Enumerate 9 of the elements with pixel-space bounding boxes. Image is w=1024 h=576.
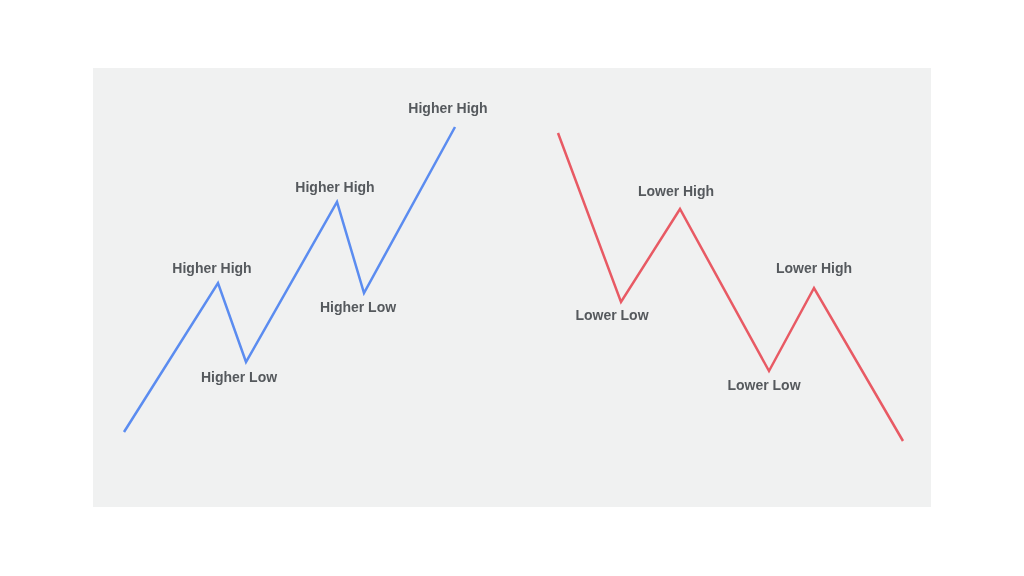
point-label: Lower High	[775, 259, 853, 277]
point-label: Lower Low	[575, 306, 649, 324]
point-label: Higher Low	[319, 298, 397, 316]
point-label: Higher High	[408, 99, 488, 117]
point-label: Lower Low	[727, 376, 801, 394]
point-label: Lower High	[637, 182, 715, 200]
point-label: Higher Low	[200, 368, 278, 386]
point-label: Higher High	[172, 259, 252, 277]
point-label: Higher High	[295, 178, 375, 196]
